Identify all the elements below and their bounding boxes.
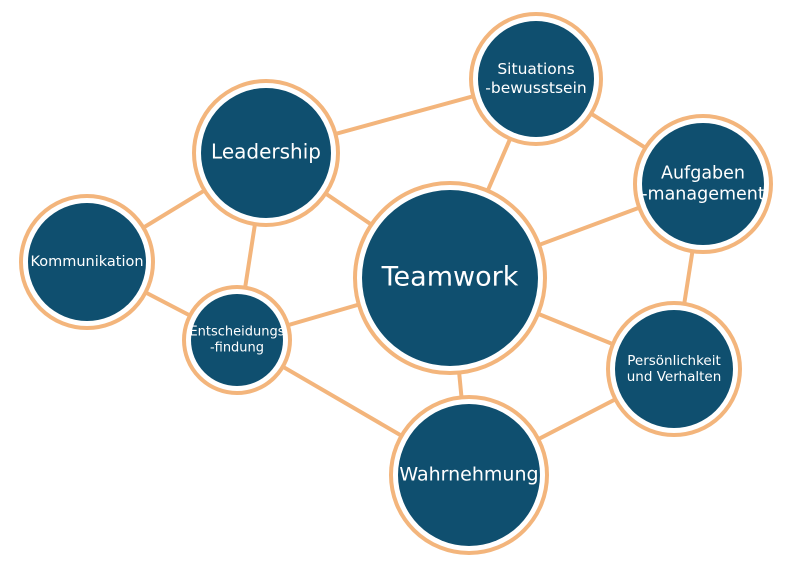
node-label-entscheidung-line-1: Entscheidungs (189, 325, 284, 340)
node-label-situations-line-1: Situations (497, 60, 574, 78)
node-circle-wahrnehmung (398, 404, 540, 546)
node-circle-persoenlichkeit (615, 310, 733, 428)
node-aufgaben: Aufgaben-management (633, 114, 773, 254)
node-circle-leadership (201, 88, 331, 218)
node-circle-entscheidung (191, 294, 283, 386)
node-label-leadership: Leadership (211, 140, 321, 164)
node-label-wahrnehmung: Wahrnehmung (399, 464, 538, 486)
node-wahrnehmung: Wahrnehmung (389, 395, 549, 555)
node-label-aufgaben-line-2: -management (641, 185, 765, 205)
node-circle-teamwork (362, 190, 538, 366)
node-label-entscheidung-line-2: -findung (210, 340, 264, 355)
node-label-kommunikation: Kommunikation (30, 254, 143, 270)
node-leadership: Leadership (192, 79, 340, 227)
node-entscheidung: Entscheidungs-findung (182, 285, 292, 395)
node-circle-kommunikation (28, 203, 146, 321)
nodes-layer: Teamwork Leadership Situations-bewusstsein… (19, 12, 773, 555)
node-label-persoenlichkeit-line-2: und Verhalten (627, 369, 722, 385)
node-circle-aufgaben (642, 123, 764, 245)
node-circle-situations (478, 21, 594, 137)
node-label-situations-line-2: -bewusstsein (485, 79, 586, 97)
node-situations: Situations-bewusstsein (469, 12, 603, 146)
node-label-aufgaben-line-1: Aufgaben (661, 164, 745, 184)
node-label-teamwork: Teamwork (381, 262, 519, 293)
node-teamwork: Teamwork (353, 181, 547, 375)
node-kommunikation: Kommunikation (19, 194, 155, 330)
node-label-persoenlichkeit-line-1: Persönlichkeit (627, 353, 721, 369)
